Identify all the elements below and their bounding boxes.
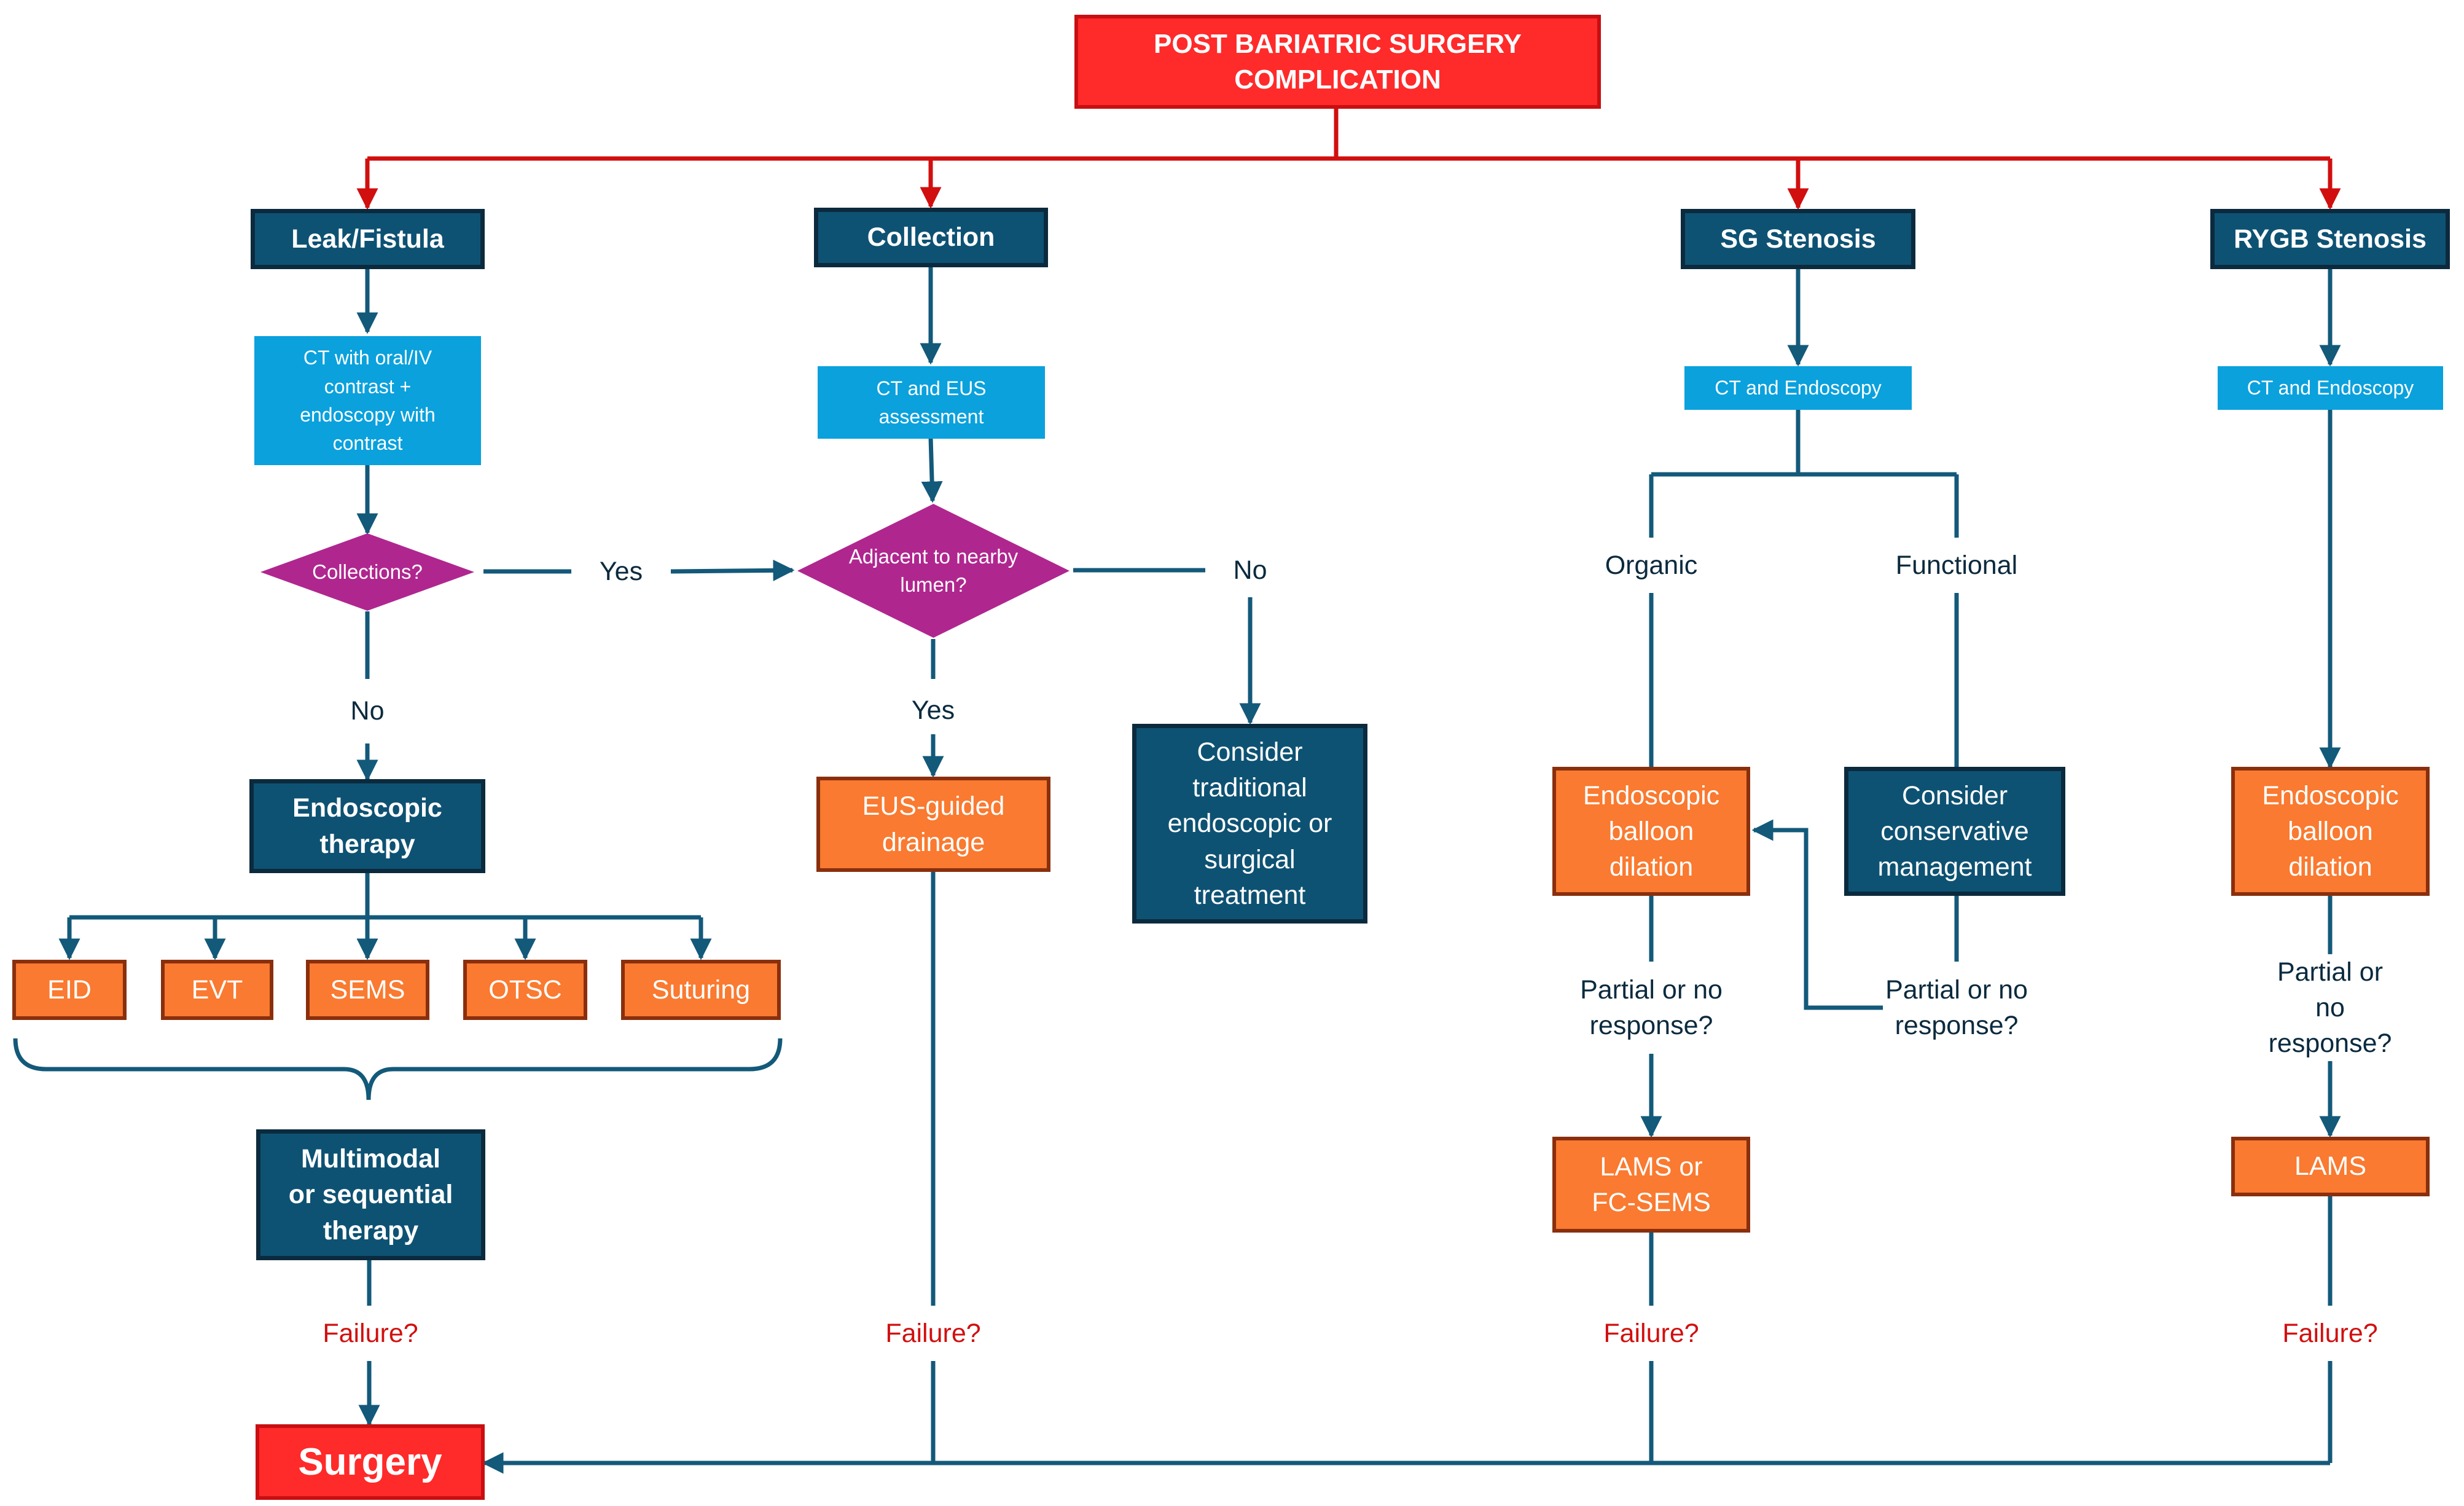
lams-fc-sems: LAMS or FC-SEMS — [1552, 1137, 1750, 1233]
sg-stenosis-header: SG Stenosis — [1681, 209, 1915, 269]
adjacent-lumen-decision: Adjacent to nearby lumen? — [797, 504, 1070, 638]
collections-yes-label: Yes — [596, 553, 646, 590]
rygb-failure-label: Failure? — [2280, 1315, 2380, 1352]
option-eid: EID — [12, 960, 127, 1020]
rygb-response: Partial or no response? — [2263, 954, 2397, 1062]
option-otsc: OTSC — [463, 960, 587, 1020]
functional-label: Functional — [1893, 547, 2020, 584]
arrow-ct-adjacent — [921, 437, 943, 503]
leak-fistula-header: Leak/Fistula — [251, 209, 485, 269]
root-complication: POST BARIATRIC SURGERY COMPLICATION — [1074, 15, 1601, 109]
collections-no-label: No — [348, 692, 387, 729]
sg-failure-label: Failure? — [1601, 1315, 1702, 1352]
adjacent-yes-label: Yes — [909, 692, 958, 729]
endoscopic-therapy: Endoscopic therapy — [249, 779, 485, 873]
sg-response-right: Partial or no response? — [1883, 971, 2030, 1044]
option-suturing: Suturing — [621, 960, 781, 1020]
conservative-management: Consider conservative management — [1844, 767, 2065, 896]
leak-ct-assessment: CT with oral/IV contrast + endoscopy wit… — [254, 336, 481, 465]
rygb-balloon-dilation: Endoscopic balloon dilation — [2231, 767, 2430, 896]
leak-failure-label: Failure? — [320, 1315, 421, 1352]
rygb-lams: LAMS — [2231, 1137, 2430, 1196]
collections-decision: Collections? — [260, 533, 474, 611]
brace — [13, 1038, 783, 1100]
adjacent-no-label: No — [1230, 552, 1270, 589]
collection-header: Collection — [814, 208, 1048, 267]
sg-response-left: Partial or no response? — [1578, 971, 1725, 1044]
rygb-ct-endoscopy: CT and Endoscopy — [2218, 366, 2443, 410]
multimodal-therapy: Multimodal or sequential therapy — [256, 1129, 485, 1260]
option-sems: SEMS — [306, 960, 429, 1020]
rygb-stenosis-header: RYGB Stenosis — [2210, 209, 2450, 269]
eus-guided-drainage: EUS-guided drainage — [816, 777, 1050, 872]
option-evt: EVT — [161, 960, 273, 1020]
surgery-box: Surgery — [256, 1424, 485, 1500]
arrow-response-dilation — [1751, 819, 1885, 1010]
traditional-treatment: Consider traditional endoscopic or surgi… — [1132, 724, 1367, 924]
sg-ct-endoscopy: CT and Endoscopy — [1684, 366, 1912, 410]
organic-label: Organic — [1602, 547, 1700, 584]
sg-balloon-dilation: Endoscopic balloon dilation — [1552, 767, 1750, 896]
arrow-yes-adjacent — [670, 559, 795, 581]
collection-failure-label: Failure? — [883, 1315, 984, 1352]
collection-ct-eus: CT and EUS assessment — [818, 366, 1045, 439]
